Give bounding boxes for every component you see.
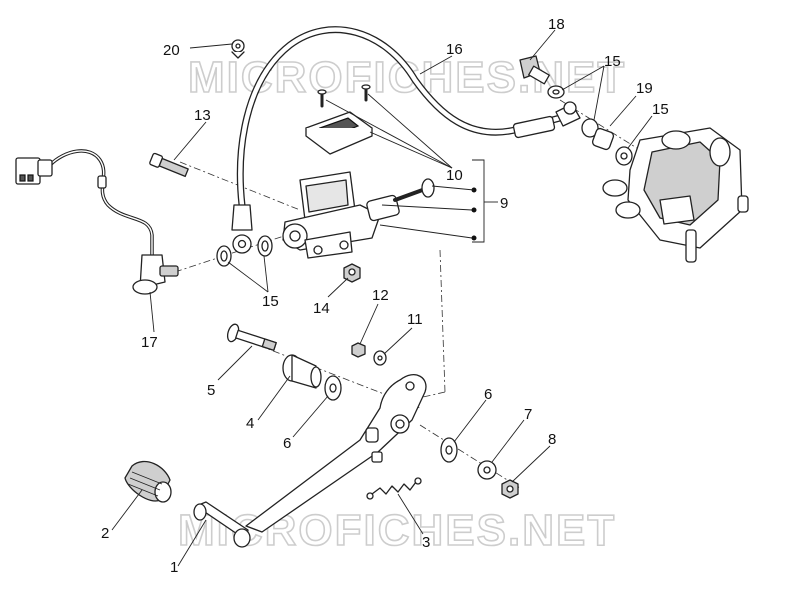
callout-15-top: 15: [604, 53, 621, 70]
callout-7: 7: [524, 406, 532, 423]
brake-caliper: [602, 127, 749, 263]
brake-pedal-lever: [193, 374, 427, 548]
return-spring-3: [366, 477, 422, 500]
callout-12: 12: [372, 287, 389, 304]
reservoir-cover: [305, 111, 373, 155]
caliper-washers: [547, 85, 633, 166]
nut-12: [351, 342, 366, 358]
watermark-bottom: MICROFICHES.NET: [178, 506, 616, 555]
callout-2: 2: [101, 525, 109, 542]
callout-9: 9: [500, 195, 508, 212]
callout-1: 1: [170, 559, 178, 576]
callout-6-right: 6: [484, 386, 492, 403]
callout-16: 16: [446, 41, 463, 58]
brake-light-switch-cable: [15, 149, 179, 295]
callout-5: 5: [207, 382, 215, 399]
cover-screws: [317, 84, 371, 108]
callout-19: 19: [636, 80, 653, 97]
callout-8: 8: [548, 431, 556, 448]
brake-hose: [231, 26, 581, 254]
leader-lines: [111, 29, 653, 567]
pivot-bolt-5: [226, 323, 277, 351]
banjo-bolt-18: [519, 55, 550, 85]
bushing-4: [282, 354, 322, 389]
nut-14: [343, 263, 361, 283]
bolt-13: [149, 152, 189, 178]
callout-4: 4: [246, 415, 254, 432]
callout-14: 14: [313, 300, 330, 317]
callout-15-right: 15: [652, 101, 669, 118]
callout-6-left: 6: [283, 435, 291, 452]
callout-3: 3: [422, 534, 430, 551]
washer-11: [373, 350, 387, 366]
callout-17: 17: [141, 334, 158, 351]
callout-20: 20: [163, 42, 180, 59]
sealing-washers-master: [216, 235, 273, 267]
callout-18: 18: [548, 16, 565, 33]
group-bracket-9: [379, 159, 498, 243]
nut-8: [501, 479, 519, 499]
washer-6-right: [440, 437, 458, 463]
pedal-rubber-2: [124, 460, 172, 503]
callout-15-master: 15: [262, 293, 279, 310]
callout-13: 13: [194, 107, 211, 124]
callout-11: 11: [407, 311, 423, 328]
callout-numbers: 1 2 3 4 5 6 6 7 8 9 10 11 12 13 14 15 15…: [101, 16, 669, 576]
washer-6-left: [324, 375, 342, 401]
callout-10: 10: [446, 167, 463, 184]
hose-clamp-20: [231, 39, 245, 59]
brake-master-cylinder: [282, 171, 435, 259]
washer-7: [477, 460, 497, 480]
